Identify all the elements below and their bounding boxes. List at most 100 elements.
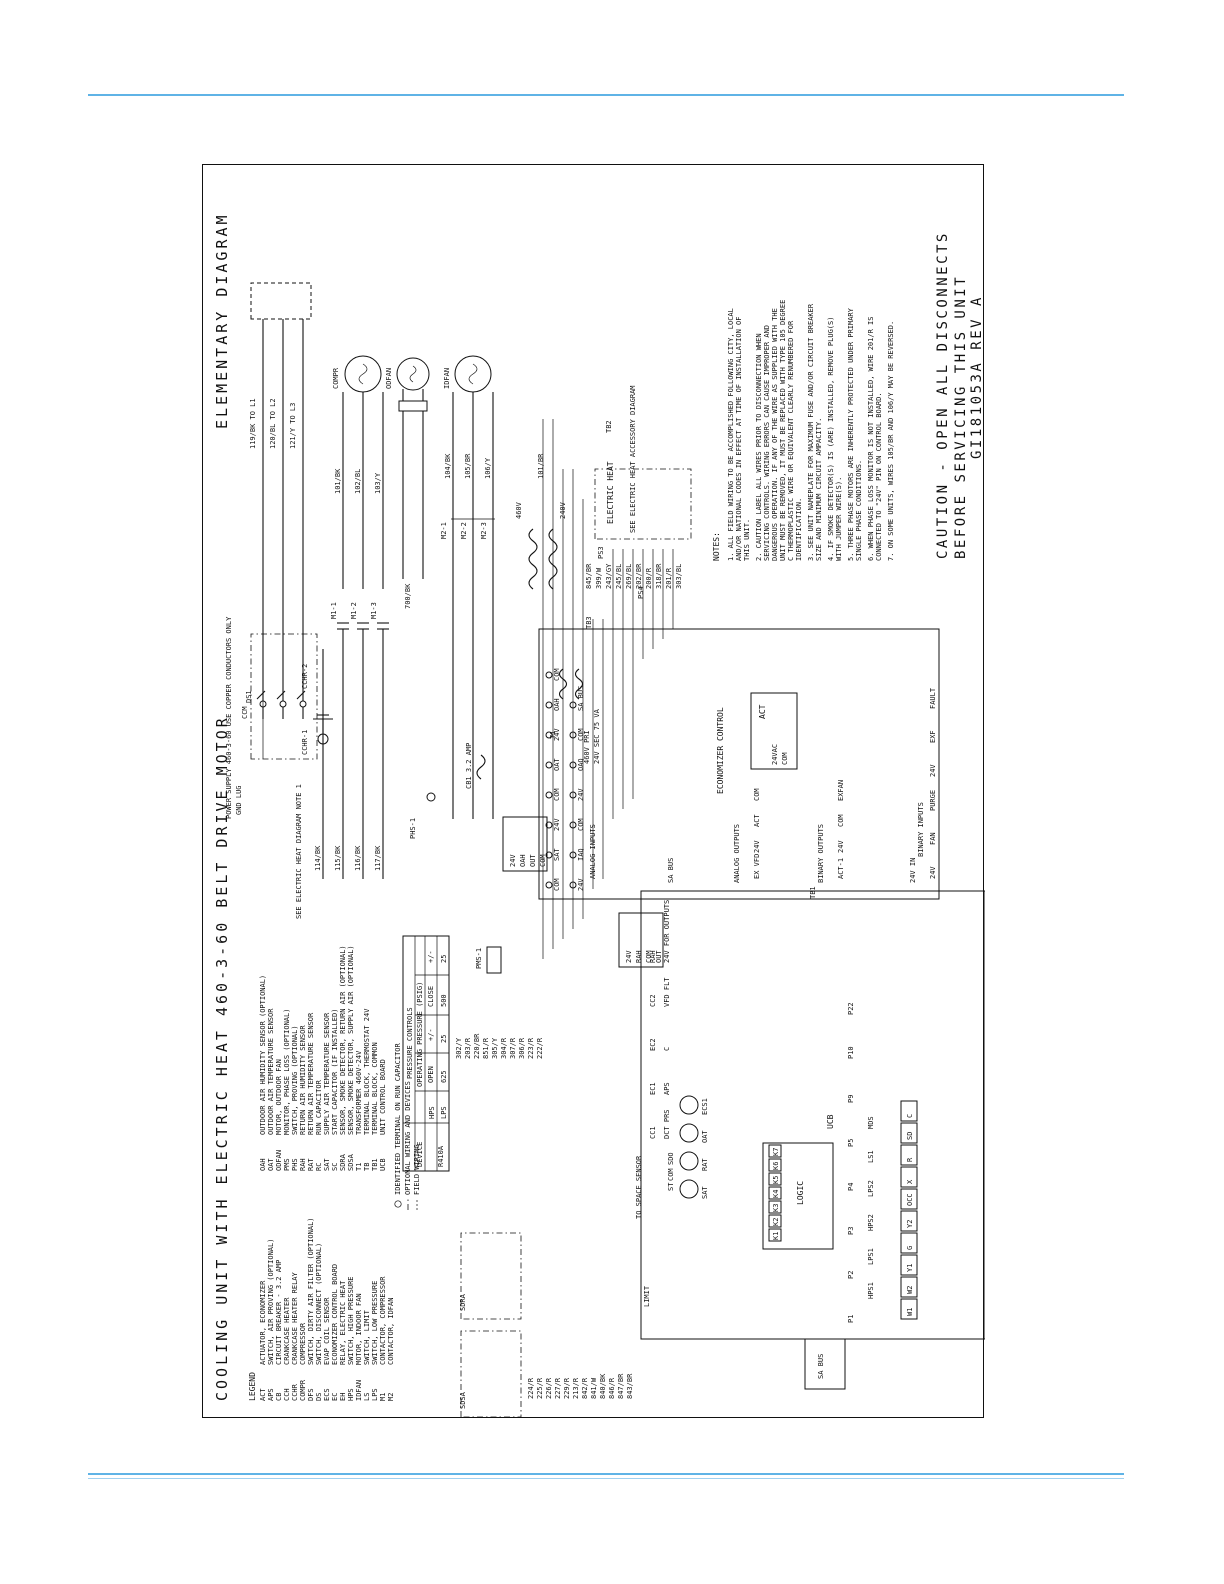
wire-label: 201/R xyxy=(665,567,673,589)
wire-114bk: 114/BK xyxy=(314,845,322,871)
relay-label: K4 xyxy=(772,1190,780,1198)
legend-code: M1 xyxy=(379,1393,387,1401)
note-line: DANGEROUS OPERATION. IF ANY OF THE WIRE … xyxy=(771,308,779,561)
relay-label: K6 xyxy=(772,1162,780,1170)
wire-label: 318/BR xyxy=(655,563,663,589)
plug-label: P1 xyxy=(847,1315,855,1323)
sensor-label: RAT xyxy=(701,1158,709,1171)
m2-3-label: M2-3 xyxy=(480,522,488,539)
t1-primary: 460V PRI xyxy=(583,730,591,764)
ec-binary-output: ACT-1 xyxy=(837,858,845,879)
footer-rule xyxy=(88,1473,1124,1475)
legend-code: CCHR xyxy=(291,1383,299,1401)
sensor-icon xyxy=(679,1095,699,1115)
note-line: SERVICING CONTROLS. WIRING ERRORS CAN CA… xyxy=(763,325,771,561)
caution-block: CAUTION - OPEN ALL DISCONNECTS BEFORE SE… xyxy=(935,231,985,559)
legend-code: RAT xyxy=(307,1158,315,1171)
header-label: EC1 xyxy=(649,1082,657,1095)
plug-label: P5 xyxy=(847,1139,855,1147)
legend-desc: RETURN AIR HUMIDITY SENSOR xyxy=(299,1025,307,1135)
legend-desc: SWITCH, AIR PROVING (OPTIONAL) xyxy=(267,1239,275,1365)
pressure-controls-table: PRESSURE CONTROLS DEVICE OPERATING PRESS… xyxy=(402,935,450,1172)
power-section: POWER SUPPLY 460-3-60 USE COPPER CONDUCT… xyxy=(225,282,692,919)
wire-label: 303/BL xyxy=(675,564,683,589)
wire-label: 399/W xyxy=(595,567,603,589)
terminal-label: G xyxy=(906,1246,914,1250)
tb1-label: TB1 xyxy=(809,886,817,899)
transformer-t1: 460V 240V T1 460V PRI 24V SEC 75 VA TB3 xyxy=(515,501,601,764)
sd-com: COM xyxy=(667,1168,675,1181)
terminal-box xyxy=(900,1100,918,1122)
diagram-title: COOLING UNIT WITH ELECTRIC HEAT 460-3-60… xyxy=(213,715,231,1401)
rotated-diagram: COOLING UNIT WITH ELECTRIC HEAT 460-3-60… xyxy=(203,165,985,1419)
plug-label: P9 xyxy=(847,1095,855,1103)
economizer-pins: COMSAT24VCOMOAT24VOAHCOM24VIAQCOM24VOAQC… xyxy=(545,668,937,891)
legend-code: ACT xyxy=(259,1388,267,1401)
rah-pin-24v: 24V xyxy=(625,950,633,963)
pressure-row-device: LPS xyxy=(440,1106,448,1119)
legend-desc: MOTOR, INDOOR FAN xyxy=(355,1293,363,1365)
terminal-label: OCC xyxy=(906,1193,914,1206)
ec-binary-output: 24V xyxy=(837,840,845,853)
binary-inputs-label: BINARY INPUTS xyxy=(917,802,925,857)
legend-desc: UNIT CONTROL BOARD xyxy=(379,1059,387,1135)
plug-label: P2 xyxy=(847,1271,855,1279)
ec-analog-output: EX VFD xyxy=(753,854,761,879)
m2-2-label: M2-2 xyxy=(460,522,468,539)
m2-1-label: M2-1 xyxy=(440,522,448,539)
ec-pin-label: COM xyxy=(553,878,561,891)
humidity-sensors: 24V OAH OUT COM 24V RAH COM OUT TB1 xyxy=(502,816,817,968)
act-pin-com: COM xyxy=(781,752,789,765)
wire-label: 842/R xyxy=(581,1377,589,1399)
legend-desc: SWITCH, LOW PRESSURE xyxy=(371,1281,379,1365)
l3-label: 121/Y TO L3 xyxy=(289,403,297,449)
pin-icon xyxy=(569,851,577,859)
pressure-header-close: CLOSE xyxy=(427,986,435,1007)
terminal-box xyxy=(900,1298,918,1320)
sa-bus-label: SA BUS xyxy=(667,858,675,883)
wire-label: 220/BR xyxy=(473,1033,481,1059)
legend-desc: SWITCH, LIMIT xyxy=(363,1309,371,1365)
legend-code: EC xyxy=(331,1393,339,1401)
legend-code: ODFAN xyxy=(275,1150,283,1171)
sdsa-label: SDSA xyxy=(459,1391,467,1409)
note-line: UNIT MUST BE REMOVED, IT MUST BE REPLACE… xyxy=(779,300,787,561)
ccm-label: CCM xyxy=(241,706,249,719)
safety-label: MDS xyxy=(867,1116,875,1129)
legend-code: PMS xyxy=(283,1158,291,1171)
header-rule xyxy=(88,94,1124,96)
contactors: M1-1 M1-2 M1-3 M2-1 M2-2 M2-3 xyxy=(330,518,495,649)
pin-icon xyxy=(545,671,553,679)
sd-st: ST xyxy=(667,1182,675,1191)
sd-sdo: SDO xyxy=(667,1152,675,1165)
plug-label: P10 xyxy=(847,1046,855,1059)
note-line: 4. IF SMOKE DETECTOR(S) IS (ARE) INSTALL… xyxy=(827,317,835,561)
pin-icon xyxy=(569,731,577,739)
pressure-header-open: OPEN xyxy=(427,1066,435,1083)
legend-code: PHS xyxy=(291,1158,299,1171)
ec-binary-output: EXFAN xyxy=(837,780,845,801)
legend-desc: RETURN AIR TEMPERATURE SENSOR xyxy=(307,1012,315,1135)
legend-desc: EVAP COIL SENSOR xyxy=(323,1297,331,1365)
compressor-wiring: 101/BK 102/BL 103/Y 104/BK 105/BR 106/Y … xyxy=(334,389,545,819)
wire-label: 307/R xyxy=(509,1037,517,1059)
wire-label: 245/BL xyxy=(615,564,623,589)
cchr2-label: CCHR-2 xyxy=(301,664,309,689)
header-label: EC2 xyxy=(649,1038,657,1051)
tb2-label: TB2 xyxy=(605,420,613,433)
wire-label: 302/Y xyxy=(455,1037,463,1059)
legend-desc: TERMINAL BLOCK, COMMON xyxy=(371,1042,379,1135)
ec-pin-label: OAT xyxy=(553,758,561,771)
legend-code: M2 xyxy=(387,1393,395,1401)
plug-label: P4 xyxy=(847,1183,855,1191)
ec-binary-input: 24V xyxy=(929,764,937,777)
wire-label: 223/R xyxy=(527,1037,535,1059)
legend-desc: TRANSFORMER 460V-24V xyxy=(355,1050,363,1135)
ec-analog-output: COM xyxy=(753,788,761,801)
rah-pin-rah: RAH xyxy=(635,950,643,963)
plug-label: P3 xyxy=(847,1227,855,1235)
ec-pin-label: COM xyxy=(553,788,561,801)
